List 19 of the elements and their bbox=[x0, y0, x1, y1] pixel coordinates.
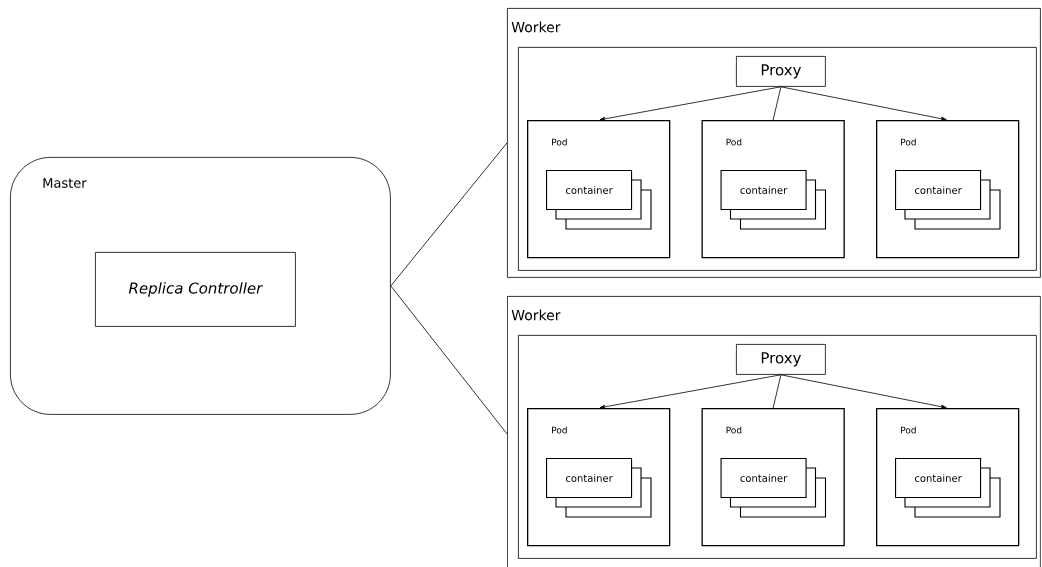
connector-line bbox=[772, 374, 782, 409]
proxy-box: Proxy bbox=[736, 56, 826, 87]
container-stack: container bbox=[895, 170, 1001, 230]
arrow bbox=[780, 374, 947, 409]
container-stack: container bbox=[720, 170, 827, 230]
runtime-box bbox=[518, 335, 1037, 559]
arrow bbox=[599, 86, 782, 121]
proxy-box: Proxy bbox=[736, 344, 826, 375]
arrow bbox=[599, 374, 782, 409]
container-stack: container bbox=[895, 458, 1001, 518]
container-stack: container bbox=[720, 458, 827, 518]
connector-line bbox=[390, 142, 508, 287]
container-stack: container bbox=[546, 170, 652, 230]
connector-line bbox=[390, 285, 508, 435]
container-stack: container bbox=[546, 458, 652, 518]
runtime-box bbox=[518, 47, 1037, 271]
controller-box: Replica Controller bbox=[95, 252, 296, 327]
connector-line bbox=[772, 86, 782, 121]
arrow bbox=[780, 86, 947, 121]
